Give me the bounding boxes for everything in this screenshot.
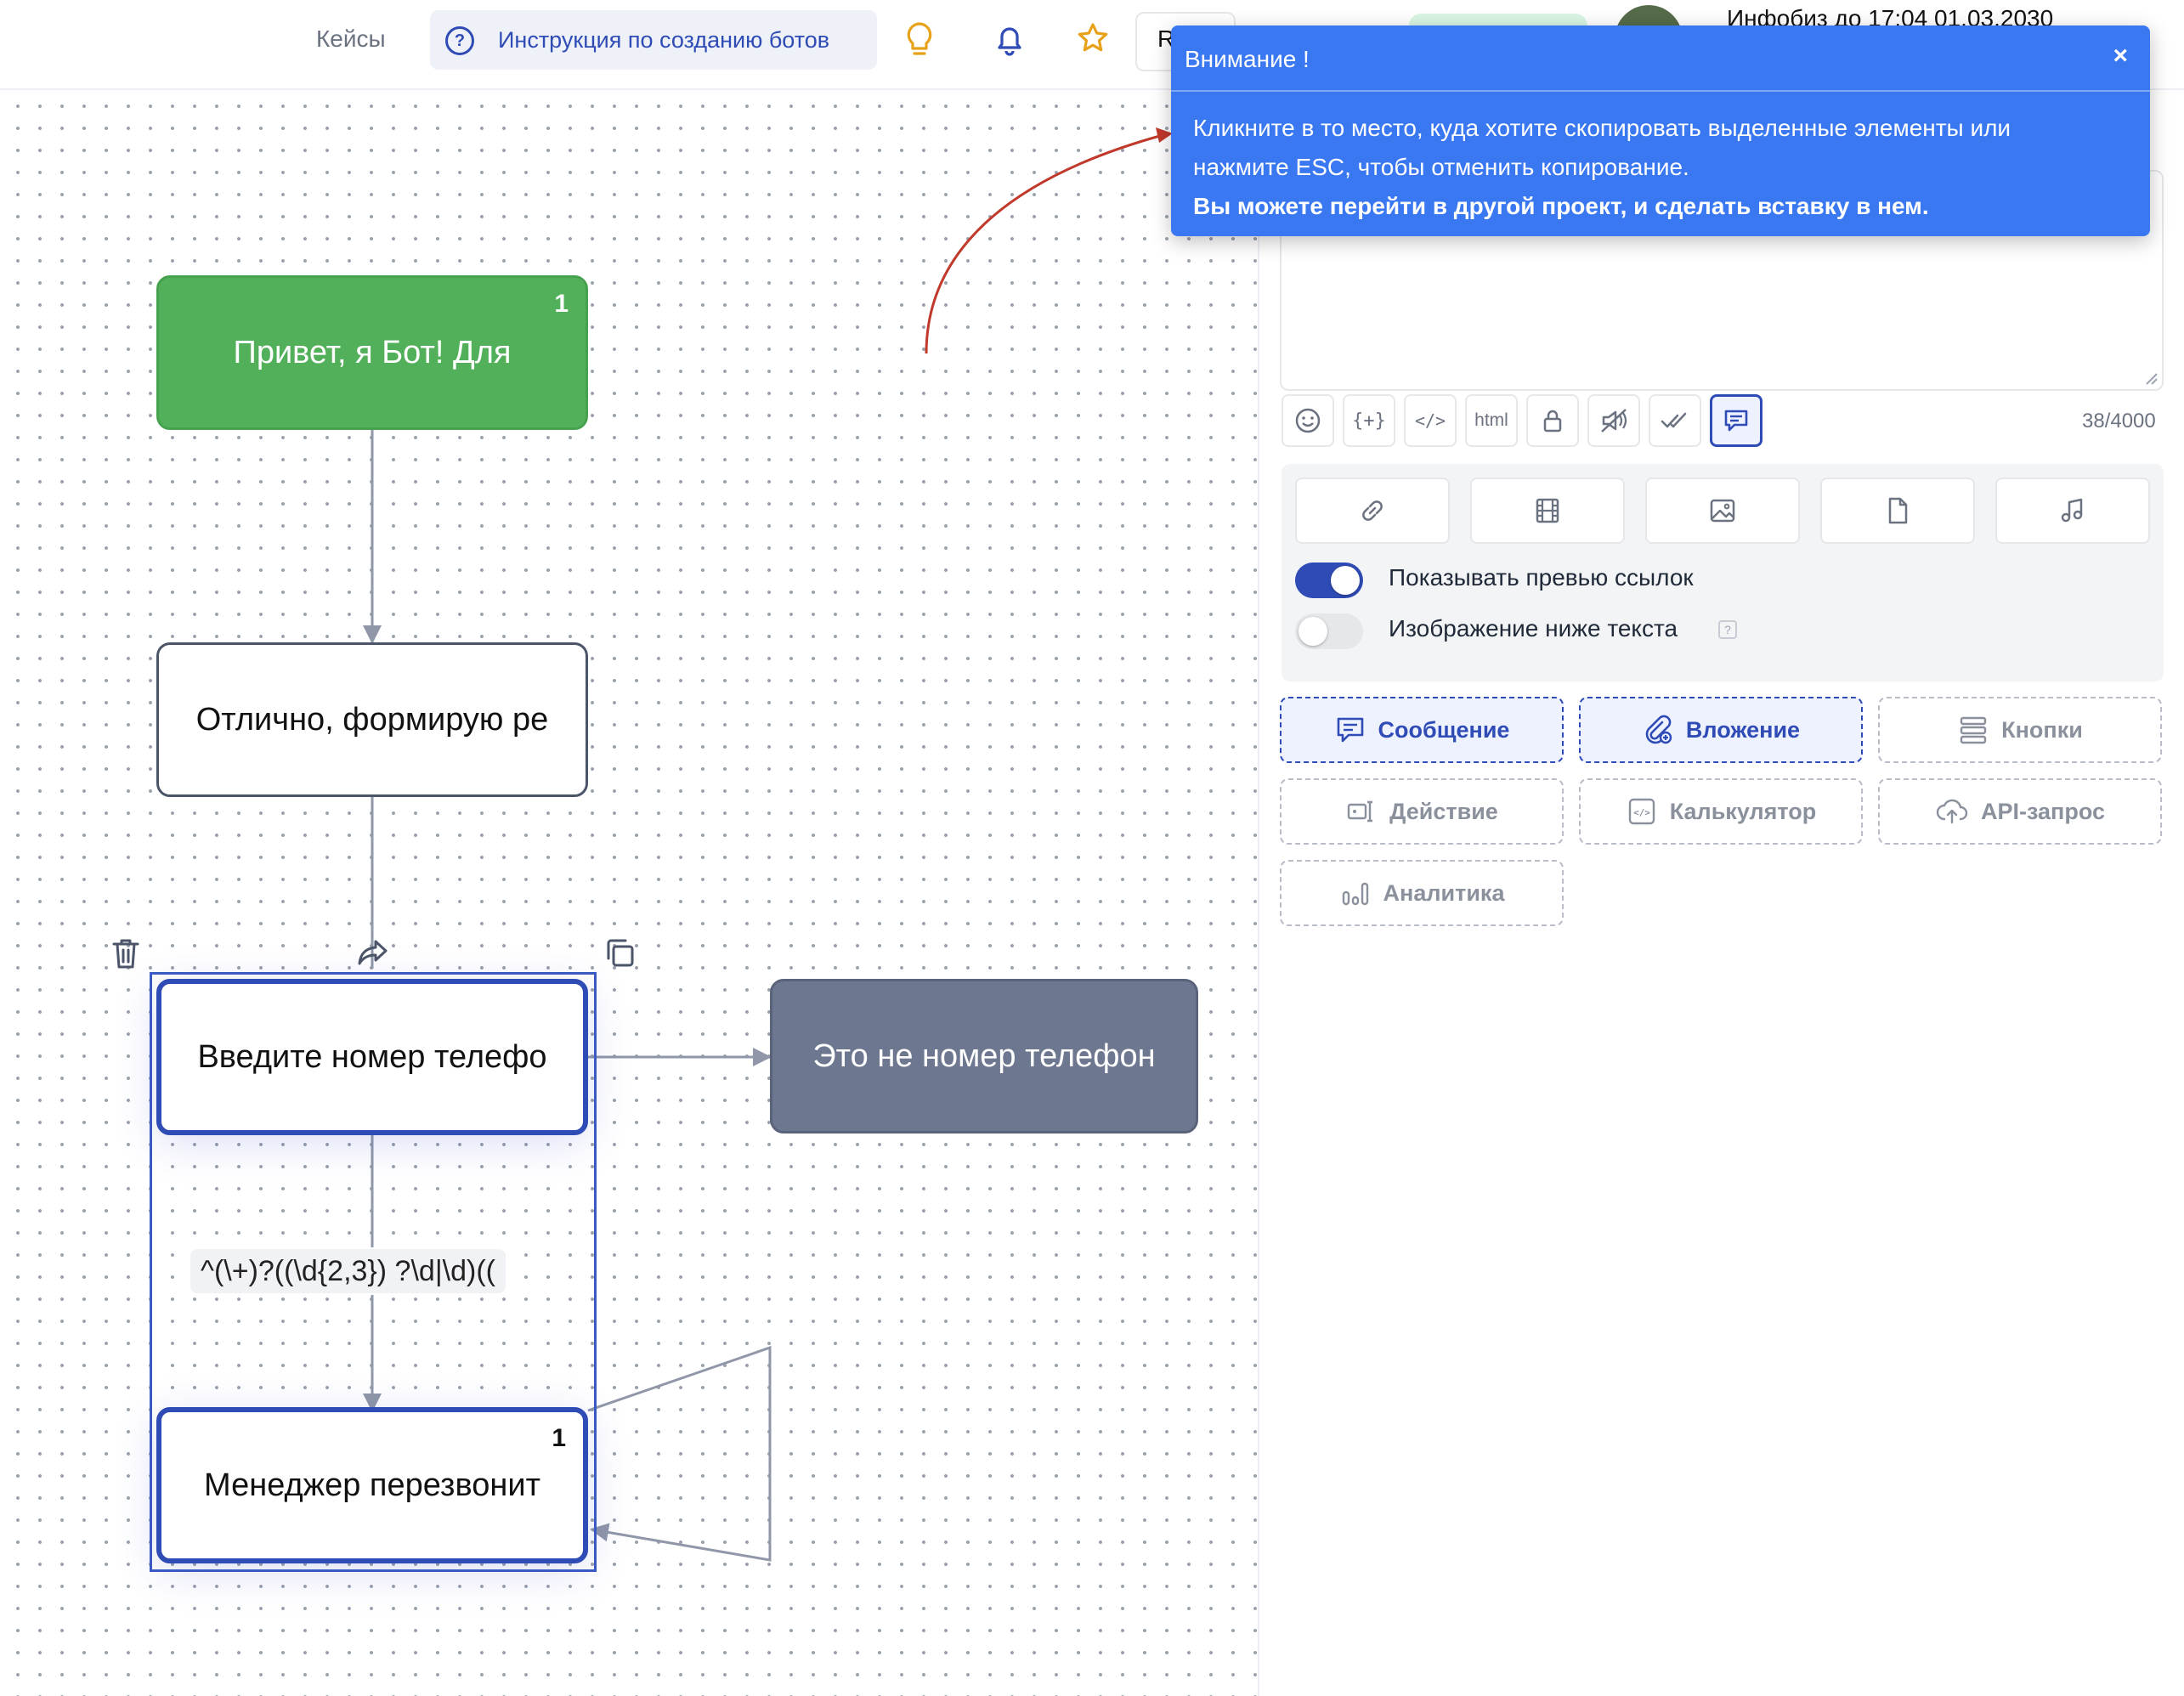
image-below-text-toggle[interactable] (1295, 613, 1363, 649)
lock-icon (1543, 410, 1562, 432)
add-action-label: Действие (1389, 798, 1498, 824)
alert-line-3: Вы можете перейти в другой проект, и сде… (1193, 193, 1929, 219)
double-check-icon (1661, 412, 1687, 428)
bot-guide-button[interactable]: ? Инструкция по созданию ботов (430, 10, 877, 70)
add-api-request-label: API-запрос (1980, 798, 2106, 824)
node-forming-text: Отлично, формирую ре (195, 701, 549, 738)
alert-body: Кликните в то место, куда хотите скопиро… (1193, 109, 2128, 226)
forward-icon[interactable] (354, 935, 391, 972)
node-not-phone-text: Это не номер телефон (812, 1037, 1156, 1074)
code-button[interactable]: </> (1404, 394, 1457, 447)
node-start-count: 1 (554, 290, 569, 318)
variable-button[interactable]: {+} (1343, 394, 1395, 447)
video-icon (1536, 498, 1559, 523)
add-buttons-label: Кнопки (2001, 716, 2083, 743)
help-icon[interactable]: ? (1718, 620, 1737, 639)
link-preview-toggle[interactable] (1295, 563, 1363, 598)
add-calculator-button[interactable]: </> Калькулятор (1579, 778, 1863, 845)
comment-icon (1724, 410, 1748, 432)
add-message-button[interactable]: Сообщение (1280, 697, 1564, 763)
add-action-button[interactable]: Действие (1280, 778, 1564, 845)
add-calculator-label: Калькулятор (1669, 798, 1817, 824)
add-analytics-label: Аналитика (1383, 879, 1505, 906)
variable-icon: {+} (1352, 410, 1386, 432)
copy-icon[interactable] (602, 935, 639, 972)
node-start[interactable]: 1 Привет, я Бот! Для (156, 275, 588, 430)
alert-line-1: Кликните в то место, куда хотите скопиро… (1193, 115, 2011, 141)
r-button-label: R (1157, 25, 1175, 52)
toggle-knob (1299, 617, 1327, 646)
attachment-icon (1645, 715, 1672, 744)
attach-video-button[interactable] (1470, 478, 1625, 544)
lock-button[interactable] (1526, 394, 1579, 447)
calculator-icon: </> (1628, 798, 1655, 825)
music-icon (2061, 498, 2083, 523)
node-enter-phone[interactable]: Введите номер телефо (156, 979, 588, 1135)
red-pointer-arrowhead (1156, 127, 1173, 143)
connector-lines (363, 127, 1173, 1562)
red-pointer-arrow (925, 133, 1167, 354)
emoji-button[interactable] (1282, 394, 1334, 447)
add-api-request-button[interactable]: API-запрос (1878, 778, 2162, 845)
regex-condition-label[interactable]: ^(\+)?((\d{2,3}) ?\d|\d)(( (190, 1249, 506, 1293)
buttons-icon (1960, 716, 1987, 744)
mute-icon (1601, 409, 1627, 432)
link-icon (1362, 500, 1383, 521)
lightbulb-icon[interactable] (901, 19, 938, 61)
bell-icon[interactable] (991, 19, 1028, 61)
image-icon (1710, 499, 1735, 523)
attach-image-button[interactable] (1645, 478, 1800, 544)
image-below-text-label: Изображение ниже текста (1389, 615, 1678, 642)
attach-music-button[interactable] (1995, 478, 2150, 544)
resize-handle-icon[interactable] (2143, 370, 2159, 386)
cloud-upload-icon (1936, 799, 1968, 824)
add-attachment-button[interactable]: Вложение (1579, 697, 1863, 763)
bot-guide-label: Инструкция по созданию ботов (498, 27, 830, 53)
trash-icon[interactable] (107, 935, 144, 972)
add-message-label: Сообщение (1378, 716, 1510, 743)
alert-line-2: нажмите ESC, чтобы отменить копирование. (1193, 154, 1689, 180)
html-button-label: html (1474, 410, 1508, 430)
add-attachment-label: Вложение (1685, 716, 1801, 743)
svg-text:</>: </> (1633, 807, 1650, 818)
toggle-knob (1331, 566, 1360, 595)
double-check-button[interactable] (1649, 394, 1701, 447)
star-icon[interactable] (1074, 19, 1112, 61)
emoji-icon (1295, 408, 1321, 433)
char-counter: 38/4000 (2082, 410, 2156, 432)
alert-divider (1171, 90, 2150, 92)
node-manager[interactable]: 1 Менеджер перезвонит (156, 1407, 588, 1563)
action-icon (1347, 800, 1373, 823)
analytics-icon (1342, 882, 1368, 906)
mute-button[interactable] (1587, 394, 1640, 447)
nav-cases-link[interactable]: Кейсы (316, 25, 386, 52)
attach-link-button[interactable] (1295, 478, 1450, 544)
node-forming[interactable]: Отлично, формирую ре (156, 642, 588, 797)
node-manager-text: Менеджер перезвонит (204, 1467, 540, 1503)
node-start-text: Привет, я Бот! Для (233, 334, 512, 370)
selection-frame (150, 972, 597, 1572)
html-button[interactable]: html (1465, 394, 1518, 447)
node-enter-phone-text: Введите номер телефо (197, 1038, 547, 1075)
connector-manager-loop (587, 1345, 772, 1562)
add-analytics-button[interactable]: Аналитика (1280, 860, 1564, 926)
node-not-phone[interactable]: Это не номер телефон (770, 979, 1198, 1133)
copy-alert-popup: Внимание ! × Кликните в то место, куда х… (1171, 25, 2150, 236)
add-buttons-button[interactable]: Кнопки (1878, 697, 2162, 763)
comment-button[interactable] (1710, 394, 1762, 447)
help-circle-icon: ? (445, 26, 474, 55)
code-icon: </> (1414, 410, 1446, 431)
file-icon (1888, 497, 1908, 524)
alert-title: Внимание ! (1185, 46, 1310, 72)
message-icon (1337, 717, 1363, 743)
attach-file-button[interactable] (1820, 478, 1975, 544)
node-manager-count: 1 (552, 1424, 566, 1452)
close-icon[interactable]: × (2113, 42, 2128, 70)
link-preview-label: Показывать превью ссылок (1389, 564, 1694, 591)
